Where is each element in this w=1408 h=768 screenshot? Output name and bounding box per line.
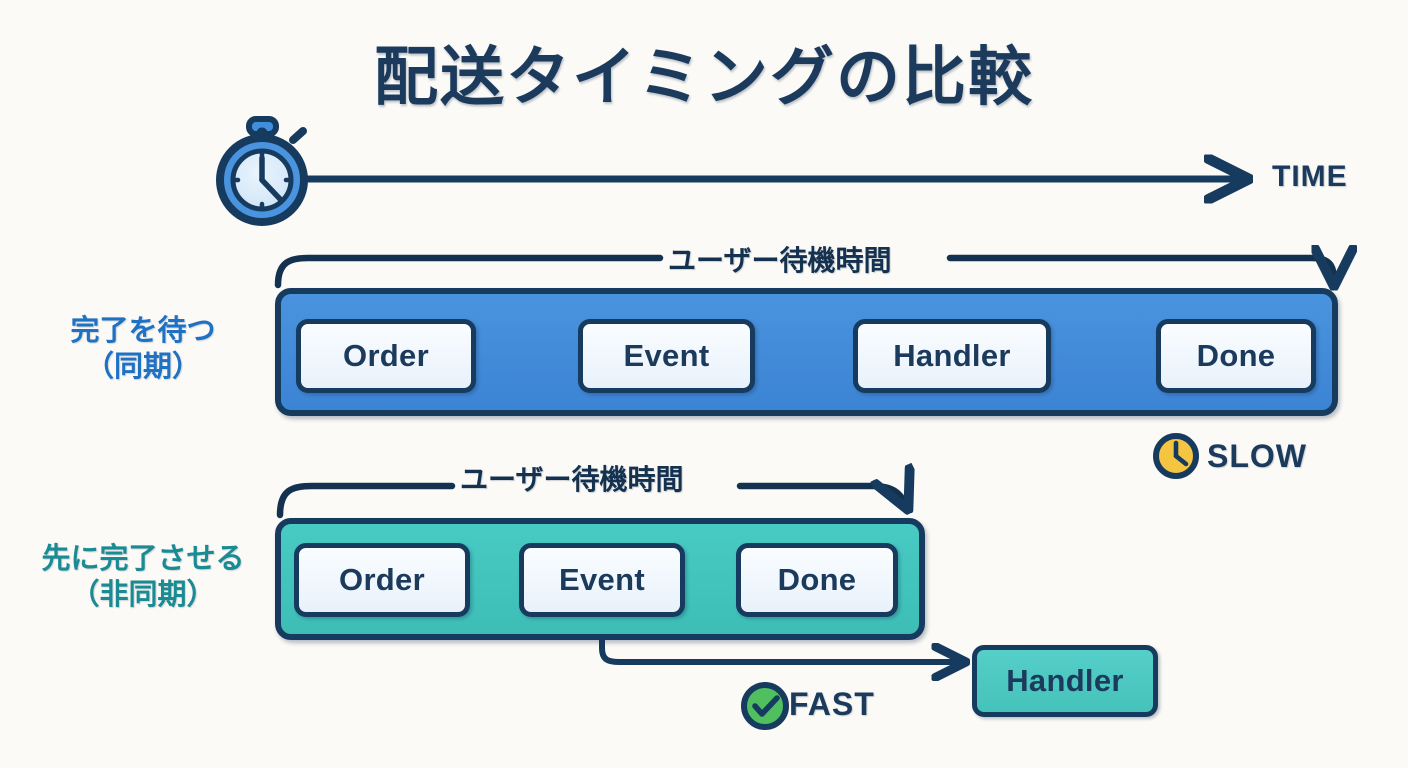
clock-icon-slot: [1156, 436, 1196, 476]
row-label-async: 先に完了させる （非同期）: [12, 541, 274, 614]
status-badge-slow-label: SLOW: [1207, 437, 1307, 474]
check-circle-icon-slot: [738, 684, 778, 724]
async-step-done[interactable]: Done: [736, 543, 898, 617]
row-label-async-line2: （非同期）: [70, 579, 216, 612]
status-badge-slow: SLOW: [1156, 436, 1307, 476]
async-step-order[interactable]: Order: [294, 543, 470, 617]
sync-step-event[interactable]: Event: [578, 319, 755, 393]
sync-step-order[interactable]: Order: [296, 319, 476, 393]
async-wait-bracket-right: [736, 486, 906, 505]
row-label-sync: 完了を待つ （同期）: [18, 313, 268, 386]
sync-wait-caption: ユーザー待機時間: [668, 245, 892, 276]
sync-step-done[interactable]: Done: [1156, 319, 1316, 393]
time-axis-label: TIME: [1272, 160, 1348, 193]
stopwatch-icon: [216, 116, 308, 226]
status-badge-fast-label: FAST: [789, 685, 875, 722]
row-label-sync-line2: （同期）: [84, 351, 201, 384]
async-wait-caption: ユーザー待機時間: [460, 464, 684, 495]
row-label-sync-line1: 完了を待つ: [70, 315, 216, 347]
sync-wait-bracket-left: [274, 254, 664, 289]
sync-step-handler[interactable]: Handler: [853, 319, 1051, 393]
async-wait-bracket-left: [276, 482, 456, 519]
status-badge-fast: FAST: [738, 684, 875, 724]
async-step-handler-deferred[interactable]: Handler: [972, 645, 1158, 717]
sync-wait-bracket-right: [946, 258, 1334, 281]
async-step-event[interactable]: Event: [519, 543, 685, 617]
page-title: 配送タイミングの比較: [374, 41, 1034, 113]
row-label-async-line1: 先に完了させる: [41, 543, 245, 575]
